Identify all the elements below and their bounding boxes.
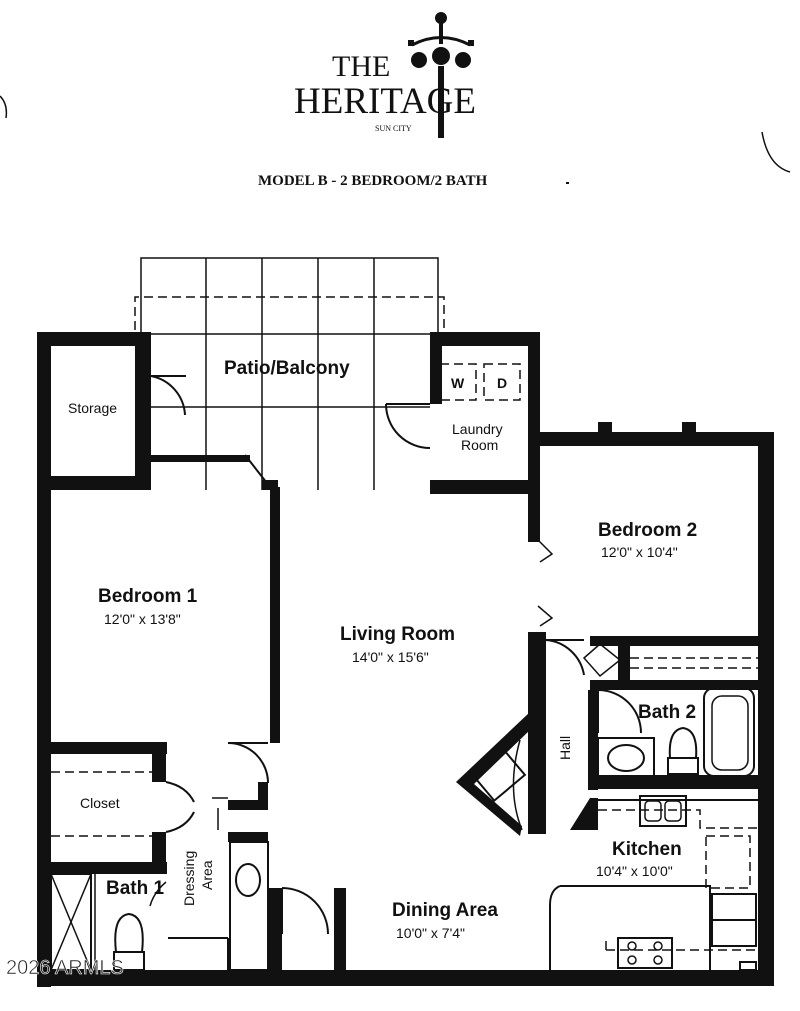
kitchen-dims: 10ʹ4ʺ x 10ʹ0ʺ xyxy=(596,863,673,879)
scan-mark xyxy=(761,131,791,173)
logo-sun-city: SUN CITY xyxy=(375,124,412,133)
kitchen-label: Kitchen xyxy=(612,839,682,860)
laundry-label-2: Room xyxy=(461,437,498,453)
closet-label: Closet xyxy=(80,795,120,811)
stove xyxy=(617,937,673,969)
hall-cabinet xyxy=(469,745,527,803)
patio-area xyxy=(134,257,445,490)
watermark: 2026 ARMLS xyxy=(6,957,124,979)
living-room-label: Living Room xyxy=(340,624,455,645)
bedroom1-dims: 12ʹ0ʺ x 13ʹ8ʺ xyxy=(104,611,181,627)
toilet xyxy=(113,951,145,971)
chandelier-icon xyxy=(408,12,474,138)
bath1-label: Bath 1 xyxy=(106,878,165,899)
dining-dims: 10ʹ0ʺ x 7ʹ4ʺ xyxy=(396,925,465,941)
bedroom2-dims: 12ʹ0ʺ x 10ʹ4ʺ xyxy=(601,544,678,560)
dryer xyxy=(483,363,521,401)
heritage-logo: THE HERITAGE SUN CITY xyxy=(294,12,476,138)
logo-heritage: HERITAGE xyxy=(294,81,476,122)
door-swings xyxy=(149,375,642,935)
room-labels: Patio/Balcony Storage Laundry Room W D B… xyxy=(68,358,697,941)
hall-label: Hall xyxy=(557,736,573,760)
logo-the: THE xyxy=(332,50,390,83)
interior-details xyxy=(50,363,770,971)
scan-mark xyxy=(0,95,8,119)
sink xyxy=(597,737,655,779)
model-title: MODEL B - 2 BEDROOM/2 BATH xyxy=(258,173,488,189)
dressing-label-1: Dressing xyxy=(181,851,197,906)
patio-label: Patio/Balcony xyxy=(224,358,350,379)
vanity xyxy=(229,841,269,971)
bath2-label: Bath 2 xyxy=(638,702,696,723)
laundry-label-1: Laundry xyxy=(452,421,503,437)
dressing-label-2: Area xyxy=(199,860,215,890)
bathtub xyxy=(703,687,755,777)
washer xyxy=(439,363,477,401)
walls xyxy=(37,332,774,987)
bedroom1-label: Bedroom 1 xyxy=(98,586,198,607)
bedroom2-label: Bedroom 2 xyxy=(598,520,697,541)
washer-label: W xyxy=(451,375,465,391)
dining-label: Dining Area xyxy=(392,900,498,921)
shower xyxy=(50,873,92,971)
storage-label: Storage xyxy=(68,400,117,416)
refrigerator xyxy=(705,835,751,889)
living-room-dims: 14ʹ0ʺ x 15ʹ6ʺ xyxy=(352,649,429,665)
kitchen-sink xyxy=(639,795,687,827)
dryer-label: D xyxy=(497,375,507,391)
toilet xyxy=(667,757,699,775)
